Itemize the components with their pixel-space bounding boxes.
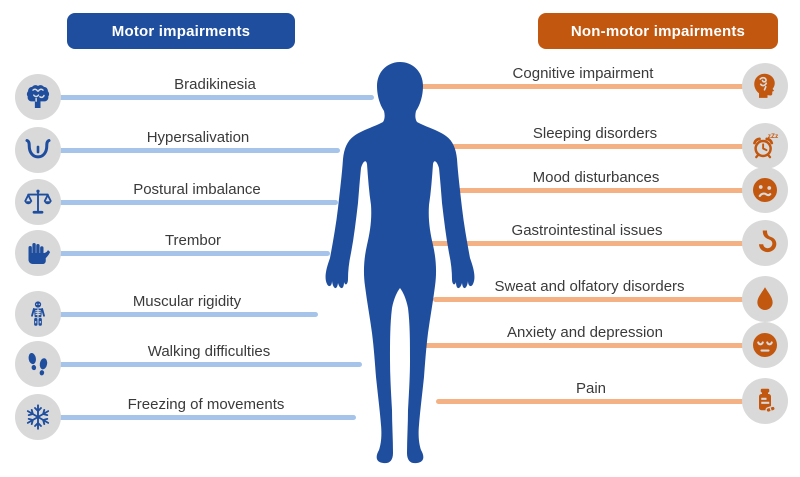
connector-line bbox=[56, 251, 330, 256]
connector-line bbox=[56, 95, 374, 100]
footprints-icon bbox=[15, 341, 61, 387]
symptom-label: Sleeping disorders bbox=[532, 125, 658, 142]
connector-line bbox=[444, 144, 746, 149]
motor-impairments-header: Motor impairments bbox=[67, 13, 295, 49]
symptom-label: Mood disturbances bbox=[532, 169, 660, 186]
connector-line bbox=[56, 362, 362, 367]
stomach-icon bbox=[742, 220, 788, 266]
row-walking-difficulties: Walking difficulties bbox=[56, 343, 362, 367]
connector-line bbox=[446, 188, 746, 193]
connector-line bbox=[56, 312, 318, 317]
symptom-label: Bradikinesia bbox=[174, 76, 256, 93]
symptom-label: Gastrointestinal issues bbox=[511, 222, 663, 239]
symptom-label: Trembor bbox=[164, 232, 222, 249]
connector-line bbox=[56, 200, 338, 205]
row-trembor: Trembor bbox=[56, 232, 330, 256]
connector-line bbox=[428, 241, 746, 246]
row-anxiety-and-depression: Anxiety and depression bbox=[424, 324, 746, 348]
symptom-label: Anxiety and depression bbox=[507, 324, 663, 341]
pills-icon bbox=[742, 378, 788, 424]
row-pain: Pain bbox=[436, 380, 746, 404]
row-gastrointestinal-issues: Gastrointestinal issues bbox=[428, 222, 746, 246]
tongue-icon bbox=[15, 127, 61, 173]
connector-line bbox=[433, 297, 746, 302]
connector-line bbox=[424, 343, 746, 348]
snowflake-icon bbox=[15, 394, 61, 440]
symptom-label: Sweat and olfatory disorders bbox=[494, 278, 685, 295]
brain-icon bbox=[15, 74, 61, 120]
row-freezing-of-movements: Freezing of movements bbox=[56, 396, 356, 420]
non-motor-impairments-header-label: Non-motor impairments bbox=[570, 22, 746, 40]
sad-face-icon bbox=[742, 167, 788, 213]
head-scribble-icon bbox=[742, 63, 788, 109]
row-hypersalivation: Hypersalivation bbox=[56, 129, 340, 153]
alarm-clock-icon: zZz bbox=[742, 123, 788, 169]
symptom-label: Walking difficulties bbox=[147, 343, 271, 360]
row-cognitive-impairment: Cognitive impairment bbox=[420, 65, 746, 89]
symptom-label: Pain bbox=[575, 380, 607, 397]
water-drop-icon bbox=[742, 276, 788, 322]
symptom-label: Postural imbalance bbox=[133, 181, 261, 198]
non-motor-impairments-header: Non-motor impairments bbox=[538, 13, 778, 49]
hand-icon bbox=[15, 230, 61, 276]
symptom-label: Hypersalivation bbox=[146, 129, 250, 146]
symptom-label: Muscular rigidity bbox=[132, 293, 242, 310]
motor-impairments-header-label: Motor impairments bbox=[111, 22, 251, 40]
row-mood-disturbances: Mood disturbances bbox=[446, 169, 746, 193]
row-bradikinesia: Bradikinesia bbox=[56, 76, 374, 100]
skeleton-icon bbox=[15, 291, 61, 337]
connector-line bbox=[56, 415, 356, 420]
svg-text:zZz: zZz bbox=[768, 133, 779, 140]
row-sleeping-disorders: Sleeping disorders bbox=[444, 125, 746, 149]
connector-line bbox=[420, 84, 746, 89]
row-postural-imbalance: Postural imbalance bbox=[56, 181, 338, 205]
scales-icon bbox=[15, 179, 61, 225]
connector-line bbox=[56, 148, 340, 153]
connector-line bbox=[436, 399, 746, 404]
row-muscular-rigidity: Muscular rigidity bbox=[56, 293, 318, 317]
row-sweat-olfatory-disorders: Sweat and olfatory disorders bbox=[433, 278, 746, 302]
tired-face-icon bbox=[742, 322, 788, 368]
symptom-label: Freezing of movements bbox=[127, 396, 285, 413]
symptom-label: Cognitive impairment bbox=[512, 65, 654, 82]
human-body-silhouette bbox=[325, 62, 475, 464]
